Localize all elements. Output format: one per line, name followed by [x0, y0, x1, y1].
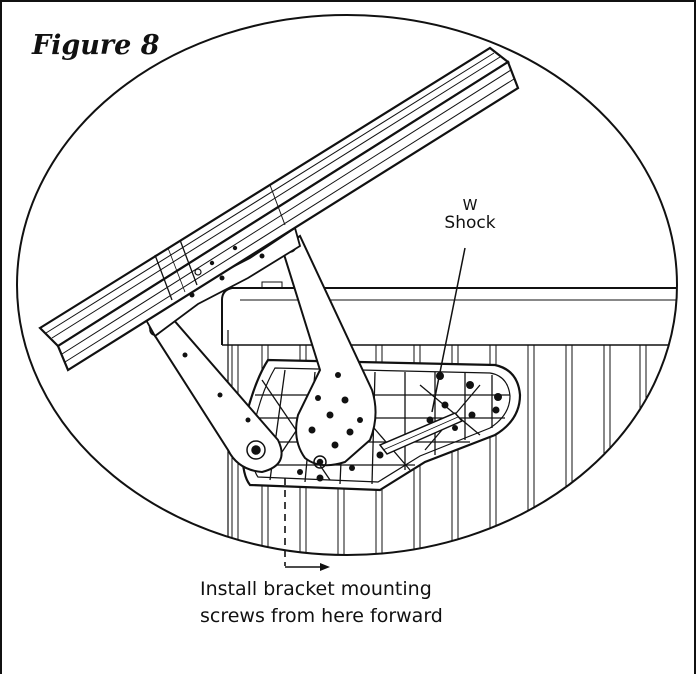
screw-start-indicator: [284, 478, 330, 571]
detail-oval: [16, 14, 678, 556]
callout-label-shock: Shock: [444, 213, 496, 233]
mounting-bracket: [241, 358, 522, 492]
figure-label: Figure 8: [32, 30, 160, 61]
w-shock: [378, 412, 464, 455]
lifter-rail: [38, 46, 520, 372]
callout-label-w: W: [462, 196, 478, 214]
callout-leader: [431, 247, 466, 413]
instruction-caption: Install bracket mounting screws from her…: [200, 576, 520, 630]
upper-hinge-plate: [280, 234, 377, 469]
caption-line-1: Install bracket mounting: [200, 578, 432, 600]
caption-line-2: screws from here forward: [200, 605, 443, 627]
